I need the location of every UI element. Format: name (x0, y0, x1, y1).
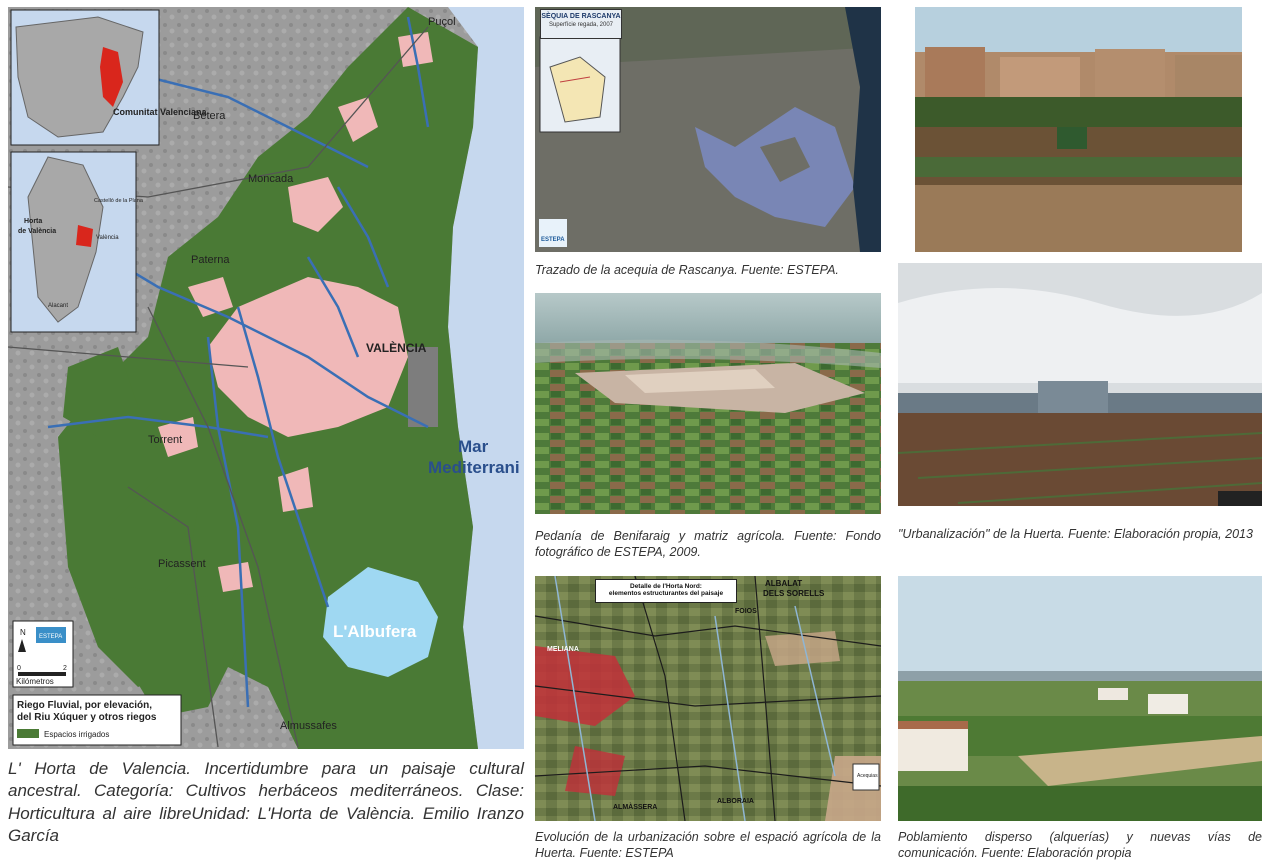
scale-box: N ESTEPA 0 2 Kilómetros (12, 620, 74, 688)
inset-comarca-label-1: Horta (24, 218, 42, 225)
town-moncada: Moncada (248, 173, 294, 185)
inset-region-label: Comunitat Valenciana (113, 107, 208, 117)
poblamiento-photo-graphic (898, 576, 1262, 821)
inset-comarca-label-2: de València (18, 228, 56, 235)
scale-unit: Kilómetros (16, 677, 54, 686)
rascanya-caption: Trazado de la acequia de Rascanya. Fuent… (535, 263, 839, 277)
sea-area (448, 7, 524, 749)
town-almussafes: Almussafes (280, 720, 337, 732)
estepa-logo (36, 627, 66, 643)
main-map-graphic: Comunitat Valenciana Horta de València C… (8, 7, 524, 749)
car-mirror (1218, 491, 1262, 506)
urbanalizacion-photo (898, 263, 1262, 506)
rascanya-title-box: SÈQUIA DE RASCANYA Superfície regada, 20… (540, 9, 622, 39)
place-foios: FOIOS (735, 608, 757, 615)
inset-city-valencia: València (96, 235, 119, 241)
svg-text:0: 0 (17, 665, 21, 672)
detail-map-title-box: Detalle de l'Horta Nord: elementos estru… (595, 579, 737, 603)
river-network (47, 16, 430, 708)
inset-city-alacant: Alacant (48, 303, 68, 309)
inset-iberia: Comunitat Valenciana (10, 9, 208, 146)
benifaraig-aerial-photo (535, 293, 881, 514)
tractor (1057, 127, 1087, 149)
north-arrow-icon (18, 639, 26, 652)
svg-text:ESTEPA: ESTEPA (541, 237, 565, 243)
north-arrow-label: N (20, 628, 26, 637)
svg-text:ESTEPA: ESTEPA (39, 634, 62, 640)
svg-text:Riego Fluvial, por elevación,: Riego Fluvial, por elevación, (17, 700, 152, 711)
place-dels-sorells: DELS SORELLS (763, 589, 825, 598)
town-torrent: Torrent (148, 434, 182, 446)
urbanalizacion-photo-graphic (898, 263, 1262, 506)
place-almassera: ALMÀSSERA (613, 804, 658, 811)
rascanya-map-graphic: ESTEPA (535, 7, 881, 252)
scale-bar (18, 672, 66, 676)
town-betera: Bètera (193, 110, 226, 122)
sea-label-1: Mar (458, 437, 489, 456)
valencia-region (100, 47, 123, 107)
estepa-logo (539, 219, 567, 247)
svg-text:Espacios irrigados: Espacios irrigados (44, 730, 109, 739)
town-paterna: Paterna (191, 254, 230, 266)
svg-text:2: 2 (63, 665, 67, 672)
aerial-photo-graphic (535, 293, 881, 514)
albufera-lagoon (323, 567, 438, 677)
place-alboraia: ALBORAIA (717, 798, 754, 805)
benifaraig-caption: Pedanía de Benifaraig y matriz agrícola.… (535, 529, 881, 559)
town-pucol: Puçol (428, 16, 456, 28)
legend-box: Riego Fluvial, por elevación, del Riu Xú… (12, 694, 182, 746)
rascanya-title: SÈQUIA DE RASCANYA (541, 13, 621, 20)
main-map-caption: L' Horta de Valencia. Incertidumbre para… (8, 759, 524, 846)
town-valencia: VALÈNCIA (366, 340, 427, 355)
place-meliana: MELIANA (547, 646, 579, 653)
poblamiento-photo (898, 576, 1262, 821)
detail-map-graphic: Acequias (535, 576, 881, 821)
tractor-photo-graphic (915, 7, 1242, 252)
poblamiento-caption: Poblamiento disperso (alquerías) y nueva… (898, 830, 1262, 860)
svg-text:Acequias: Acequias (857, 773, 878, 779)
town-picassent: Picassent (158, 558, 206, 570)
sea-label-2: Mediterrani (428, 458, 520, 477)
svg-text:del Riu Xúquer y otros riegos: del Riu Xúquer y otros riegos (17, 712, 157, 723)
rascanya-map: ESTEPA SÈQUIA DE RASCANYA Superfície reg… (535, 7, 881, 252)
horta-nord-detail-map: Acequias Detalle de l'Horta Nord: elemen… (535, 576, 881, 821)
lagoon-label: L'Albufera (333, 622, 417, 641)
main-map: Comunitat Valenciana Horta de València C… (8, 7, 524, 749)
place-albalat: ALBALAT (765, 579, 803, 588)
legend-swatch-irrigated (17, 729, 39, 738)
tractor-field-photo (915, 7, 1242, 252)
inset-valencia: Horta de València Castelló de la Plana V… (10, 151, 144, 333)
rascanya-subtitle: Superfície regada, 2007 (548, 22, 614, 28)
inset-city-castello: Castelló de la Plana (94, 198, 144, 204)
evolucion-caption: Evolución de la urbanización sobre el es… (535, 830, 881, 860)
urbanalizacion-caption: "Urbanalización" de la Huerta. Fuente: E… (898, 527, 1253, 541)
